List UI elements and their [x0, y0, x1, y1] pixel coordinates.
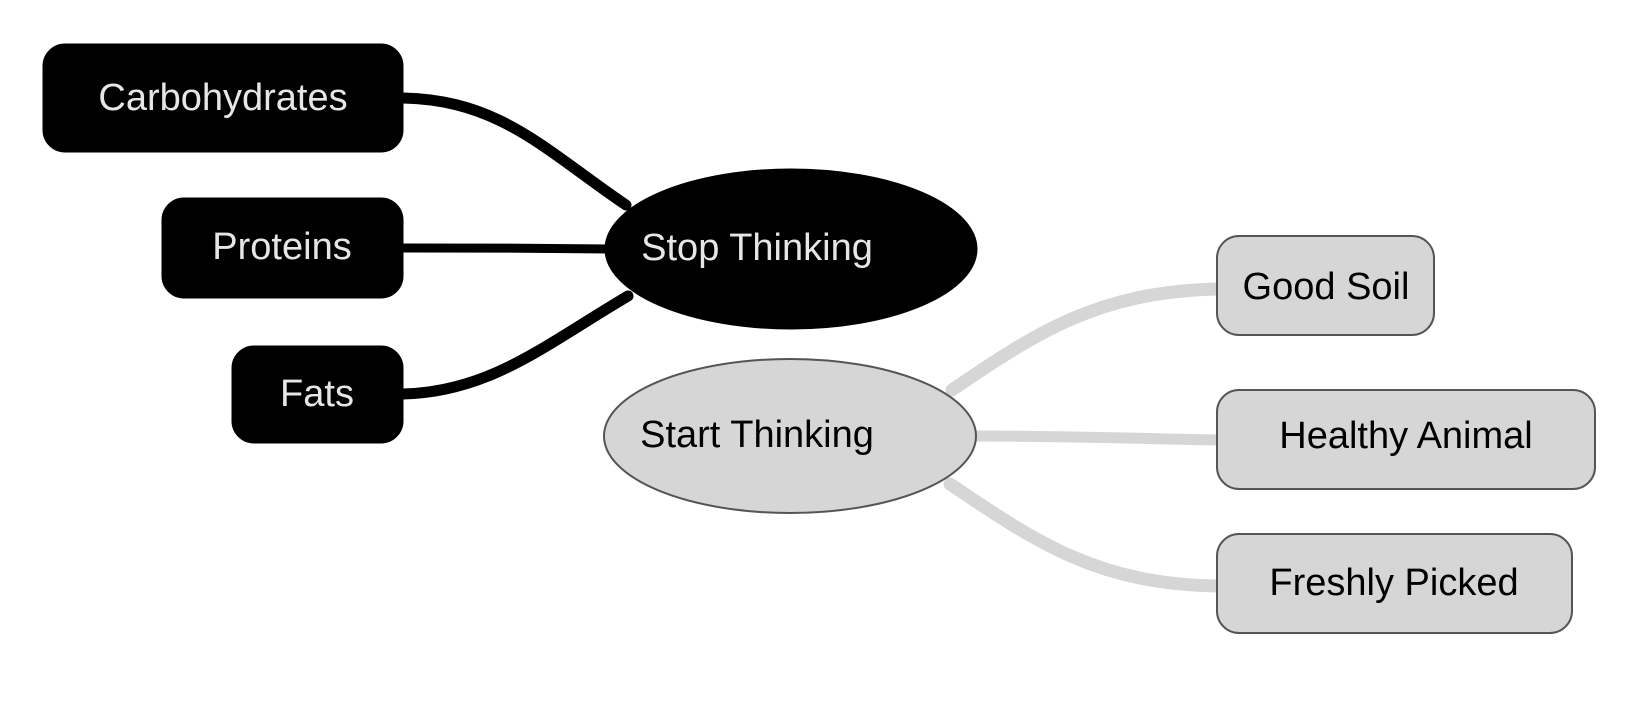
start-thinking-ellipse[interactable] — [603, 358, 977, 514]
carbohydrates-label: Carbohydrates — [98, 77, 347, 119]
edge-group-stop-thinking — [397, 92, 634, 400]
node-good-soil[interactable]: Good Soil — [1216, 235, 1435, 336]
node-stop-thinking[interactable]: Stop Thinking — [604, 168, 978, 330]
edge-start-thinking-to-healthy-animal — [966, 430, 1223, 446]
good-soil-label: Good Soil — [1243, 266, 1410, 308]
stop-thinking-label: Stop Thinking — [641, 227, 873, 269]
carbohydrates-box[interactable] — [42, 43, 404, 153]
node-fats[interactable]: Fats — [231, 345, 404, 444]
proteins-box[interactable] — [161, 197, 404, 299]
edge-carbohydrates-to-stop-thinking — [397, 92, 632, 211]
edge-start-thinking-to-freshly-picked — [943, 477, 1224, 593]
edge-group-start-thinking — [943, 282, 1224, 593]
edge-fats-to-stop-thinking — [397, 290, 634, 400]
node-start-thinking[interactable]: Start Thinking — [603, 358, 977, 514]
good-soil-box[interactable] — [1216, 235, 1435, 336]
start-thinking-label: Start Thinking — [640, 414, 874, 456]
node-carbohydrates[interactable]: Carbohydrates — [42, 43, 404, 153]
fats-box[interactable] — [231, 345, 404, 444]
freshly-picked-box[interactable] — [1216, 533, 1573, 634]
healthy-animal-label: Healthy Animal — [1279, 415, 1532, 457]
edge-start-thinking-to-good-soil — [945, 282, 1224, 397]
freshly-picked-label: Freshly Picked — [1269, 562, 1518, 604]
node-freshly-picked[interactable]: Freshly Picked — [1216, 533, 1573, 634]
node-healthy-animal[interactable]: Healthy Animal — [1216, 389, 1596, 490]
stop-thinking-ellipse[interactable] — [604, 168, 978, 330]
fats-label: Fats — [280, 373, 354, 415]
healthy-animal-box[interactable] — [1216, 389, 1596, 490]
edge-proteins-to-stop-thinking — [398, 243, 615, 254]
node-proteins[interactable]: Proteins — [161, 197, 404, 299]
proteins-label: Proteins — [212, 226, 351, 268]
